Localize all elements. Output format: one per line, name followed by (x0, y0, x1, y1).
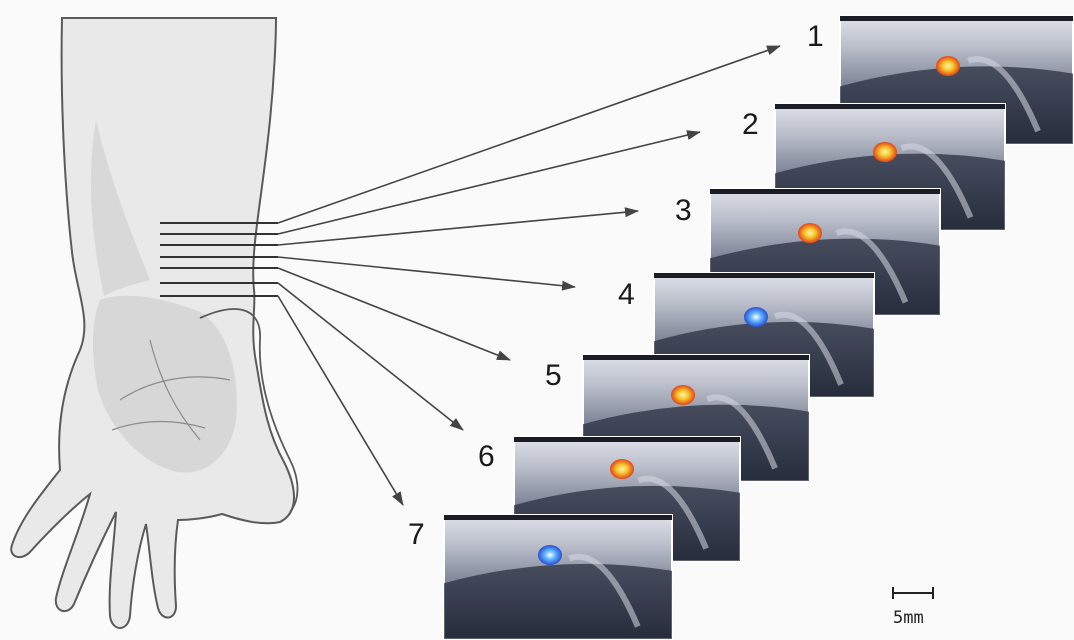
arrow-1 (278, 46, 780, 223)
panel-number-5: 5 (545, 361, 562, 391)
arrow-4 (278, 257, 575, 287)
panel-number-7: 7 (408, 520, 425, 550)
arrow-7 (278, 296, 403, 505)
panel-number-1: 1 (807, 22, 824, 52)
scale-bar (893, 587, 933, 599)
arrow-5 (278, 268, 510, 360)
doppler-signal-4 (744, 307, 768, 327)
arrow-2 (278, 132, 700, 234)
hand-illustration (11, 18, 297, 628)
panel-number-4: 4 (618, 280, 635, 310)
panel-number-2: 2 (742, 110, 759, 140)
panel-number-3: 3 (675, 196, 692, 226)
scale-bar-label: 5mm (893, 608, 924, 628)
doppler-signal-1 (936, 56, 960, 76)
doppler-signal-5 (671, 385, 695, 405)
doppler-signal-2 (873, 142, 897, 162)
panel-number-6: 6 (478, 442, 495, 472)
doppler-signal-3 (798, 223, 822, 243)
doppler-signal-6 (610, 459, 634, 479)
arrow-3 (278, 211, 638, 245)
ultrasound-panel-7 (444, 515, 672, 639)
doppler-signal-7 (538, 545, 562, 565)
